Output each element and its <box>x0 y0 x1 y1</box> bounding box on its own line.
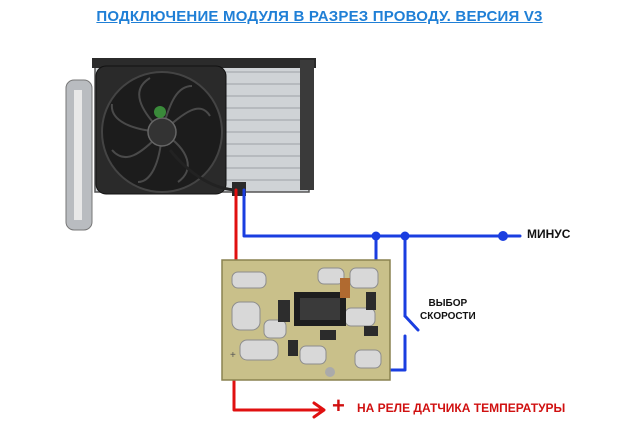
junction-dot <box>371 231 381 241</box>
speed-select-label-line2: СКОРОСТИ <box>420 311 476 322</box>
pcb-module: + <box>221 259 391 381</box>
relay-label: НА РЕЛЕ ДАТЧИКА ТЕМПЕРАТУРЫ <box>357 401 566 415</box>
minus-label: МИНУС <box>527 227 571 241</box>
switch-lever <box>403 314 420 332</box>
speed-select-label-line1: ВЫБОР <box>428 298 468 309</box>
plus-sign: + <box>332 393 345 418</box>
arrow-to-relay <box>312 401 326 419</box>
speed-select-label: ВЫБОР СКОРОСТИ <box>420 297 476 323</box>
resistor-icon <box>340 278 350 298</box>
terminal-dot <box>498 231 508 241</box>
svg-text:+: + <box>230 350 236 361</box>
wire-positive-bottom <box>232 370 324 412</box>
wires <box>232 188 522 419</box>
page-title: ПОДКЛЮЧЕНИЕ МОДУЛЯ В РАЗРЕЗ ПРОВОДУ. ВЕР… <box>96 8 543 25</box>
radiator-fan-assembly <box>65 58 316 231</box>
wire-negative-main <box>242 188 504 238</box>
junction-dot <box>400 231 410 241</box>
